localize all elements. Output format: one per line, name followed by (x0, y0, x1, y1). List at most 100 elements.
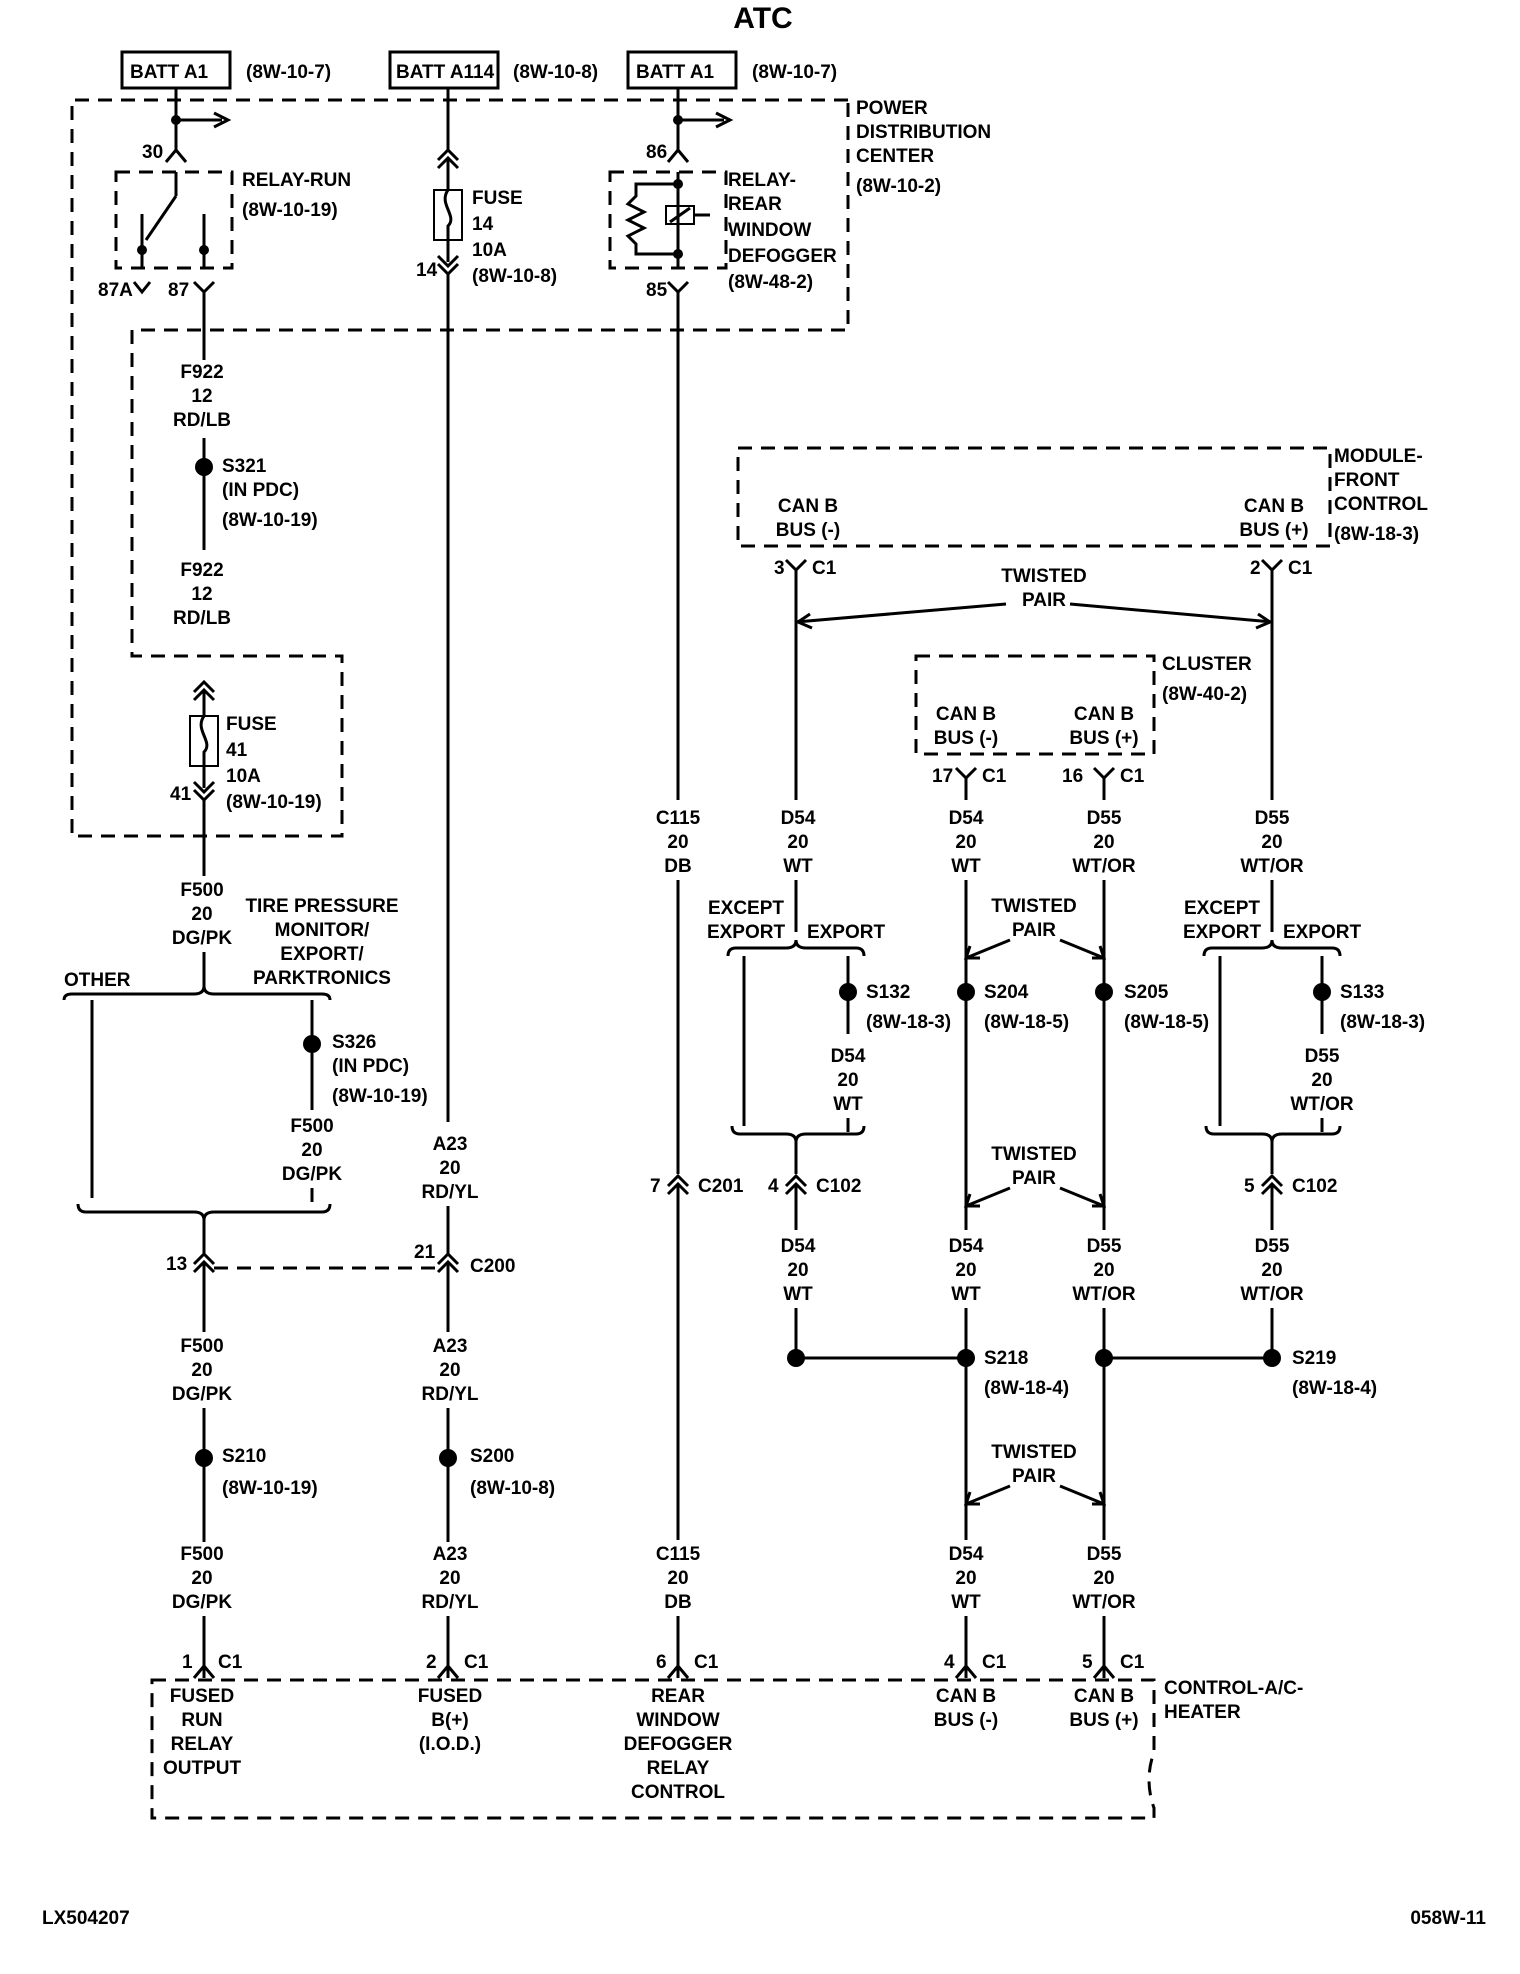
wire-d55-c-2: 20 (1093, 1568, 1114, 1589)
c102a-pin: 4 (768, 1176, 779, 1197)
mfc-label-3: CONTROL (1334, 494, 1428, 515)
hvac-pin-1: 1 (182, 1652, 193, 1673)
wire-d55-d-1: D55 (1255, 808, 1290, 829)
splice-s133-ref: (8W-18-3) (1340, 1012, 1425, 1033)
wire-a23-b-2: 20 (439, 1360, 460, 1381)
mfc-canm-2: BUS (-) (776, 520, 840, 541)
wire-f500-c-2: 20 (191, 1360, 212, 1381)
hvac-p3-l4: RELAY (647, 1758, 710, 1779)
fuse-14-num: 14 (472, 214, 494, 235)
mfc-c1-left: C1 (812, 558, 837, 579)
wire-d55-d-3: WT/OR (1240, 856, 1304, 877)
relay-defog-outline (608, 170, 728, 270)
wire-f500-d-2: 20 (191, 1568, 212, 1589)
hvac-p2-l2: B(+) (431, 1710, 468, 1731)
c201-name: C201 (698, 1176, 744, 1197)
hvac-c1-3: C1 (694, 1652, 719, 1673)
pdc-outline (70, 98, 850, 838)
mfc-pin-2: 2 (1250, 558, 1261, 579)
wire-c115-a-2: 20 (667, 832, 688, 853)
wire-c115-b-1: C115 (656, 1544, 701, 1565)
export-left-except-2: EXPORT (707, 922, 786, 943)
hvac-pin-5: 5 (1082, 1652, 1093, 1673)
wire-c115-b-3: DB (664, 1592, 691, 1613)
hvac-c1-1: C1 (218, 1652, 243, 1673)
wire-d54-a-1: D54 (781, 808, 816, 829)
hvac-p3-l5: CONTROL (631, 1782, 725, 1803)
relay-defog-label-2: REAR (728, 194, 782, 215)
relay-defog-ref: (8W-48-2) (728, 272, 813, 293)
splice-s200 (439, 1449, 457, 1467)
twisted-pair-3-l2: PAIR (1012, 1168, 1056, 1189)
batt-a1-right-box (626, 50, 738, 90)
fuse-41-num: 41 (226, 740, 248, 761)
cluster-c1-right: C1 (1120, 766, 1145, 787)
hvac-outline (150, 1678, 1156, 1820)
splice-s218-name: S218 (984, 1348, 1028, 1369)
wire-d54-a-2: 20 (787, 832, 808, 853)
wire-d55-b-3: WT/OR (1072, 1284, 1136, 1305)
batt-a114-ref: (8W-10-8) (513, 62, 598, 83)
wire-f500-a-1: F500 (180, 880, 223, 901)
wire-d54-c-2: 20 (787, 1260, 808, 1281)
wire-f500-d-1: F500 (180, 1544, 223, 1565)
wire-d54-f-1: D54 (949, 1544, 984, 1565)
wire-d54-b-1: D54 (831, 1046, 866, 1067)
wire-d55-d-2: 20 (1261, 832, 1282, 853)
hvac-p1-l1: FUSED (170, 1686, 234, 1707)
hvac-pin-4: 4 (944, 1652, 955, 1673)
hvac-p5-l2: BUS (+) (1069, 1710, 1138, 1731)
hvac-c1-5: C1 (1120, 1652, 1145, 1673)
splice-s321-sub: (IN PDC) (222, 480, 299, 501)
hvac-pin-2: 2 (426, 1652, 437, 1673)
mfc-canp-2: BUS (+) (1239, 520, 1308, 541)
export-right-except-1: EXCEPT (1184, 898, 1260, 919)
wire-d54-e-3: WT (951, 1284, 981, 1305)
batt-a1-left-label: BATT A1 (130, 62, 209, 83)
twisted-pair-4-l2: PAIR (1012, 1466, 1056, 1487)
twisted-pair-2-l1: TWISTED (991, 896, 1077, 917)
hvac-p4-l1: CAN B (936, 1686, 996, 1707)
export-left-export: EXPORT (807, 922, 886, 943)
mfc-outline (736, 446, 1332, 548)
tpm-label-1: TIRE PRESSURE (245, 896, 398, 917)
cluster-canp-1: CAN B (1074, 704, 1134, 725)
splice-s205 (1095, 983, 1113, 1001)
wire-a23-a-1: A23 (433, 1134, 468, 1155)
pdc-label-1: POWER (856, 98, 928, 119)
wire-d54-e-1: D54 (949, 1236, 984, 1257)
wire-d54-c-3: WT (783, 1284, 813, 1305)
wire-d55-b-2: 20 (1093, 1260, 1114, 1281)
tpm-label-3: EXPORT/ (280, 944, 364, 965)
hvac-p1-l4: OUTPUT (163, 1758, 242, 1779)
cluster-canm-1: CAN B (936, 704, 996, 725)
splice-s219-name: S219 (1292, 1348, 1336, 1369)
wire-d55-a-1: D55 (1087, 808, 1122, 829)
wire-f500-b-1: F500 (290, 1116, 333, 1137)
pdc-label-3: CENTER (856, 146, 934, 167)
wire-f500-b-3: DG/PK (282, 1164, 342, 1185)
relay-run-pin-87: 87 (168, 280, 189, 301)
batt-a114-box (388, 50, 500, 90)
wire-d55-c-1: D55 (1087, 1544, 1122, 1565)
export-right-export: EXPORT (1283, 922, 1362, 943)
twisted-pair-4-l1: TWISTED (991, 1442, 1077, 1463)
mfc-c1-right: C1 (1288, 558, 1313, 579)
relay-run-label: RELAY-RUN (242, 170, 351, 191)
wire-f500-b-2: 20 (301, 1140, 322, 1161)
twisted-pair-2-l2: PAIR (1012, 920, 1056, 941)
hvac-label-1: CONTROL-A/C- (1164, 1678, 1303, 1699)
relay-defog-pin-86: 86 (646, 142, 667, 163)
wire-d55-e-3: WT/OR (1290, 1094, 1354, 1115)
splice-s326-ref: (8W-10-19) (332, 1086, 428, 1107)
mfc-label-2: FRONT (1334, 470, 1400, 491)
wire-a23-b-1: A23 (433, 1336, 468, 1357)
splice-s321-ref: (8W-10-19) (222, 510, 318, 531)
splice-s210-name: S210 (222, 1446, 266, 1467)
c200-pin-21: 21 (414, 1242, 436, 1263)
wire-f500-c-1: F500 (180, 1336, 223, 1357)
cluster-canp-2: BUS (+) (1069, 728, 1138, 749)
c102b-name: C102 (1292, 1176, 1337, 1197)
wire-a23-c-3: RD/YL (422, 1592, 479, 1613)
wire-d54-f-2: 20 (955, 1568, 976, 1589)
